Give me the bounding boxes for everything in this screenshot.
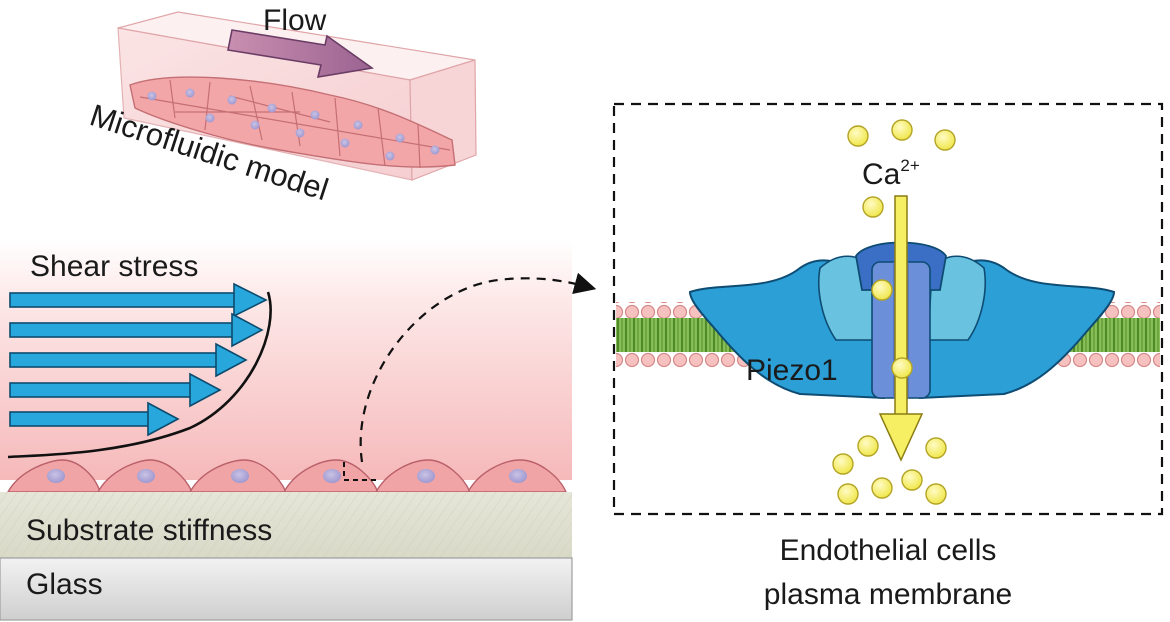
calcium-ions [832, 119, 956, 505]
endothelial-cells [6, 459, 568, 493]
calcium-ion [891, 357, 913, 379]
substrate-stiffness-label: Substrate stiffness [26, 514, 272, 547]
endothelial-cell [6, 459, 101, 493]
calcium-ion-label: Ca2+ [862, 156, 920, 191]
zoom-region-marker [343, 462, 378, 481]
endothelial-cell [188, 459, 288, 493]
calcium-ion [934, 129, 956, 151]
piezo1-label: Piezo1 [746, 354, 838, 387]
calcium-ion [862, 196, 884, 218]
shear-arrow [9, 312, 264, 348]
calcium-ion [871, 477, 893, 499]
calcium-ion [891, 119, 913, 141]
velocity-profile-curve [7, 291, 272, 459]
calcium-ion [925, 483, 947, 505]
calcium-ion [837, 483, 859, 505]
piezo1-inset: Piezo1 Ca2+ Endothelial cells plasma me [612, 102, 1164, 611]
calcium-ion [925, 437, 947, 459]
calcium-charge: 2+ [900, 156, 919, 175]
flow-arrow [227, 29, 375, 78]
calcium-ion [847, 125, 869, 147]
shear-arrows [9, 282, 268, 437]
shear-arrow [9, 342, 248, 378]
calcium-ion [871, 279, 893, 301]
endothelial-cell [96, 459, 194, 493]
shear-arrow [9, 282, 268, 318]
inset-caption-line1: Endothelial cells [780, 534, 997, 567]
flow-label: Flow [263, 4, 327, 37]
endothelial-cell [282, 459, 380, 493]
zoom-connector-arrow [359, 272, 597, 463]
shear-arrow [9, 372, 222, 408]
glass-label: Glass [26, 568, 103, 601]
endothelial-cell [374, 459, 472, 493]
calcium-ion [832, 453, 854, 475]
microfluidic-model: Flow Microfluidic model [86, 4, 477, 207]
cell-monolayer [129, 76, 456, 169]
shear-arrow [9, 401, 180, 437]
shear-stress-panel: Shear stress [0, 240, 597, 621]
calcium-ion [901, 469, 923, 491]
substrate-texture [0, 492, 572, 558]
inset-caption-line2: plasma membrane [764, 578, 1012, 611]
shear-stress-title: Shear stress [30, 250, 198, 283]
glass-layer [0, 557, 573, 621]
endothelial-cell [466, 459, 568, 493]
calcium-ion [857, 435, 879, 457]
